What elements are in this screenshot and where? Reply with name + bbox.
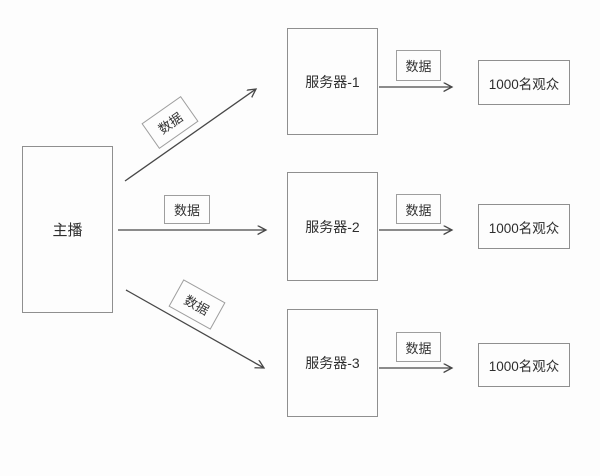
audience-2-node: 1000名观众 bbox=[478, 204, 570, 249]
server-2-node-label: 服务器-2 bbox=[305, 218, 360, 235]
edge-label-text: 数据 bbox=[181, 292, 212, 319]
server-3-node-label: 服务器-3 bbox=[305, 355, 360, 371]
edge-label-text: 数据 bbox=[405, 59, 432, 74]
audience-1-node-label: 1000名观众 bbox=[488, 76, 560, 92]
audience-1-node: 1000名观众 bbox=[478, 60, 570, 105]
server-1-node: 服务器-1 bbox=[287, 28, 378, 135]
audience-2-node-label: 1000名观众 bbox=[488, 220, 560, 236]
edge-label-text: 数据 bbox=[173, 203, 200, 218]
edge-label-server1-audience: 数据 bbox=[396, 50, 441, 81]
edge-label-text: 数据 bbox=[405, 340, 432, 356]
server-2-node: 服务器-2 bbox=[287, 172, 378, 281]
arrow-anchor-to-server3 bbox=[125, 289, 264, 368]
audience-3-node: 1000名观众 bbox=[478, 343, 570, 387]
edge-label-text: 数据 bbox=[405, 202, 432, 218]
edge-label-server3-audience: 数据 bbox=[396, 332, 441, 362]
arrow-anchor-to-server1 bbox=[124, 89, 256, 182]
server-1-node-label: 服务器-1 bbox=[305, 73, 360, 90]
anchor-node: 主播 bbox=[22, 146, 113, 313]
edge-label-text: 数据 bbox=[155, 109, 186, 137]
audience-3-node-label: 1000名观众 bbox=[488, 359, 560, 374]
edge-label-anchor-server2: 数据 bbox=[164, 195, 210, 224]
anchor-node-label: 主播 bbox=[52, 222, 83, 239]
server-3-node: 服务器-3 bbox=[287, 309, 378, 417]
edge-label-server2-audience: 数据 bbox=[396, 194, 441, 224]
